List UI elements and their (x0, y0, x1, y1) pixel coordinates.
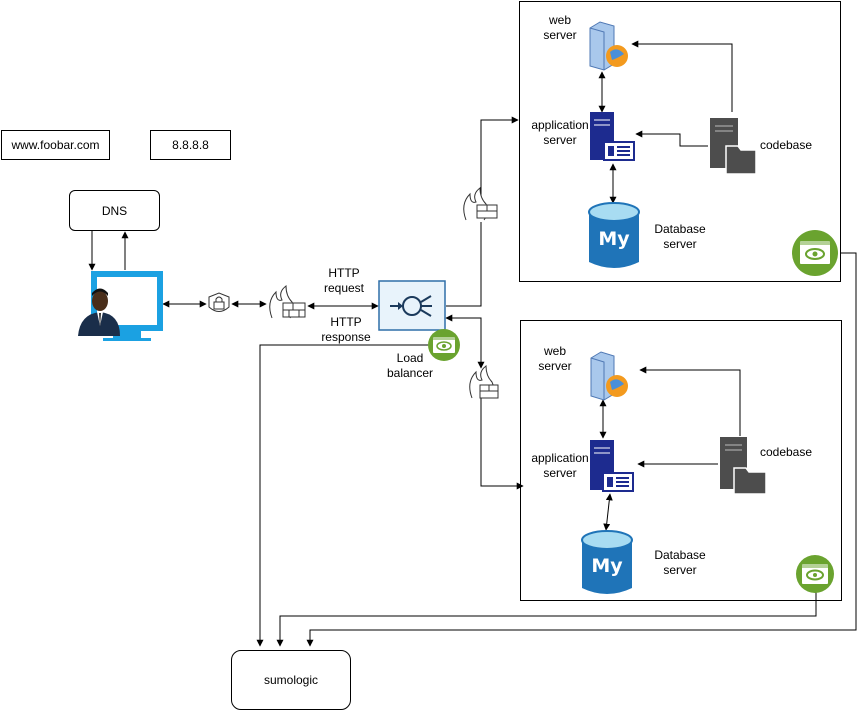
fw-bottom-to-server2 (480, 398, 524, 490)
server-2-frame (520, 320, 842, 601)
sumologic-box[interactable]: sumologic (231, 650, 351, 710)
load-balancer-icon (378, 280, 446, 331)
server-1-db-logo: My (598, 228, 630, 250)
sumologic-label: sumologic (263, 673, 319, 687)
ip-label: 8.8.8.8 (172, 138, 209, 152)
user-computer-icon (78, 271, 163, 341)
s1-codebase-to-app (635, 130, 708, 147)
firewall-icon (269, 284, 306, 319)
server-2-db-logo: My (591, 555, 623, 577)
app-server-icon (590, 440, 634, 492)
s2-app-db-link (603, 493, 613, 531)
monitor-icon (792, 230, 838, 276)
s2-codebase-to-web (639, 366, 741, 436)
s1-codebase-to-web (631, 40, 733, 112)
domain-label: www.foobar.com (11, 138, 100, 152)
server-2-app-label: application server (531, 451, 589, 480)
server-2-db-label: Database server (654, 548, 706, 577)
server-2-codebase-label: codebase (759, 445, 813, 459)
codebase-server-icon (720, 437, 767, 495)
app-server-icon (590, 112, 635, 161)
http-response-label: HTTP response (321, 315, 371, 344)
http-request-label: HTTP request (323, 266, 365, 295)
monitor-icon (428, 329, 460, 361)
codebase-server-icon (710, 118, 757, 175)
dns-box[interactable]: DNS (69, 190, 160, 231)
server-1-db-label: Database server (654, 222, 706, 251)
ip-box: 8.8.8.8 (150, 130, 231, 160)
server-1-app-label: application server (531, 118, 589, 147)
server-1-web-label: web server (543, 13, 577, 42)
lock-icon (208, 292, 230, 312)
domain-box: www.foobar.com (1, 130, 110, 160)
mysql-database-icon (581, 530, 633, 594)
firewall-icon (463, 186, 498, 221)
server2-monitor-to-sumologic (276, 592, 817, 647)
server-2-web-label: web server (538, 344, 572, 373)
lb-to-fw-top (446, 222, 482, 307)
mysql-database-icon (588, 202, 640, 268)
monitor-icon (796, 555, 834, 593)
server-1-frame (519, 1, 841, 282)
server-1-codebase-label: codebase (759, 138, 813, 152)
lb-monitor-to-sumologic (256, 344, 428, 647)
web-server-icon (589, 21, 628, 71)
load-balancer-label: Load balancer (386, 351, 434, 380)
firewall-icon (469, 364, 499, 399)
lb-to-fw-bottom (445, 314, 485, 369)
server1-monitor-to-sumologic (306, 252, 857, 647)
dns-label: DNS (101, 203, 128, 218)
fw-top-to-server1 (480, 116, 519, 200)
web-server-icon (590, 351, 628, 401)
